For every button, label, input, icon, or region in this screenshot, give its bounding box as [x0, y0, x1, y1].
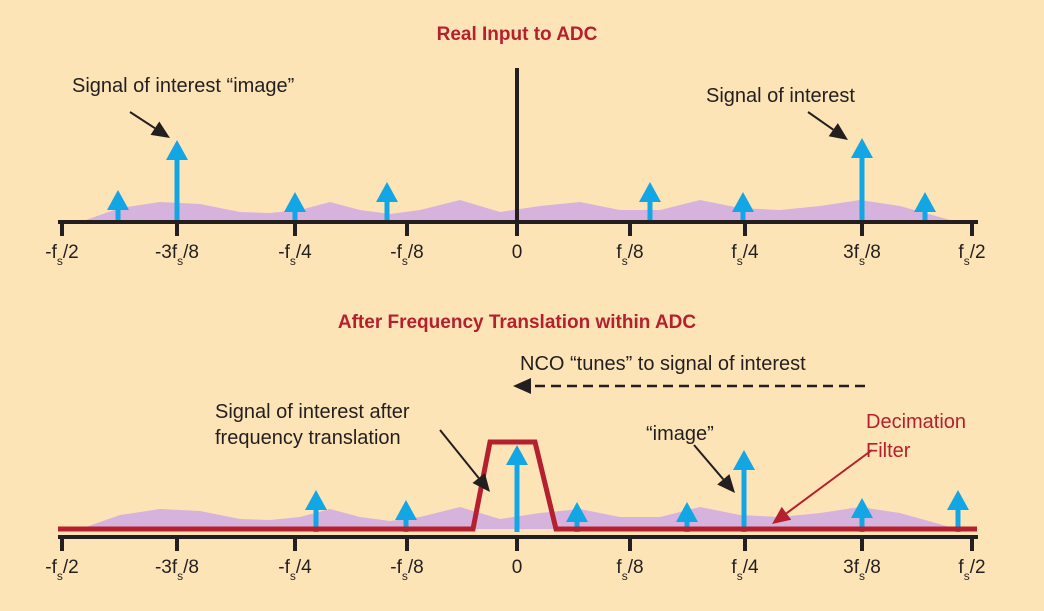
- bottom-tick-label: -fs/4: [278, 557, 312, 583]
- bottom-tick-label: -fs/8: [390, 557, 423, 583]
- bottom-signal-arrow-head: [851, 498, 873, 518]
- top-tick-label: fs/8: [616, 242, 643, 268]
- top-tick-label: -fs/2: [45, 242, 78, 268]
- bottom-title: After Frequency Translation within ADC: [338, 312, 697, 333]
- top-tick-label: fs/2: [958, 242, 985, 268]
- top-signal-arrow-head: [851, 138, 873, 158]
- bottom-image-pointer-head: [717, 474, 735, 493]
- bottom-image-annotation: “image”: [646, 423, 714, 445]
- bottom-signal-arrow-head: [733, 450, 755, 470]
- top-tick-label: -fs/8: [390, 242, 423, 268]
- top-signal-arrow-head: [732, 192, 754, 212]
- top-signal-annotation: Signal of interest: [706, 85, 855, 107]
- bottom-signal-annotation-2: frequency translation: [215, 427, 401, 449]
- top-signal-arrow-head: [166, 140, 188, 160]
- top-tick-label: 3fs/8: [843, 242, 881, 268]
- bottom-signal-annotation-1: Signal of interest after: [215, 401, 410, 423]
- top-signal-pointer: [807, 111, 834, 131]
- top-signal-pointer-head: [828, 123, 848, 140]
- bottom-signal-pointer: [439, 429, 480, 479]
- decimation-filter-pointer: [785, 449, 873, 515]
- bottom-signal-arrow-head: [305, 490, 327, 510]
- bottom-signal-pointer-head: [472, 472, 490, 492]
- bottom-signal-arrow-head: [676, 502, 698, 522]
- top-signal-arrow-head: [639, 182, 661, 202]
- top-title: Real Input to ADC: [437, 24, 598, 45]
- bottom-noise-floor: [80, 507, 960, 529]
- bottom-tick-label: 3fs/8: [843, 557, 881, 583]
- bottom-tick-label: -fs/2: [45, 557, 78, 583]
- nco-tuning-arrow-head: [513, 378, 531, 394]
- top-signal-arrow-head: [914, 192, 936, 212]
- top-image-pointer: [129, 111, 156, 130]
- bottom-signal-arrow-head: [566, 502, 588, 522]
- bottom-tick-label: 0: [512, 557, 523, 578]
- top-tick-label: fs/4: [731, 242, 759, 268]
- decimation-filter-pointer-head: [772, 506, 792, 524]
- top-signal-arrow-head: [284, 192, 306, 212]
- bottom-image-pointer: [693, 444, 725, 480]
- top-signal-arrow-head: [376, 182, 398, 202]
- bottom-tick-label: fs/8: [616, 557, 643, 583]
- top-tick-label: -fs/4: [278, 242, 312, 268]
- decimation-filter-label-2: Filter: [866, 440, 911, 462]
- top-signal-arrow-head: [107, 190, 129, 210]
- top-image-pointer-head: [150, 121, 170, 138]
- bottom-tick-label: -3fs/8: [155, 557, 199, 583]
- top-tick-label: 0: [512, 242, 523, 263]
- bottom-signal-arrow-head: [947, 490, 969, 510]
- bottom-signal-arrow-head: [395, 500, 417, 520]
- top-noise-floor: [80, 200, 960, 222]
- nco-label: NCO “tunes” to signal of interest: [520, 353, 806, 375]
- bottom-tick-label: fs/2: [958, 557, 985, 583]
- top-tick-label: -3fs/8: [155, 242, 199, 268]
- bottom-tick-label: fs/4: [731, 557, 759, 583]
- top-image-annotation: Signal of interest “image”: [72, 75, 294, 97]
- decimation-filter-label-1: Decimation: [866, 411, 966, 433]
- decimation-filter-response: [58, 439, 977, 532]
- bottom-signal-arrow-head: [506, 445, 528, 465]
